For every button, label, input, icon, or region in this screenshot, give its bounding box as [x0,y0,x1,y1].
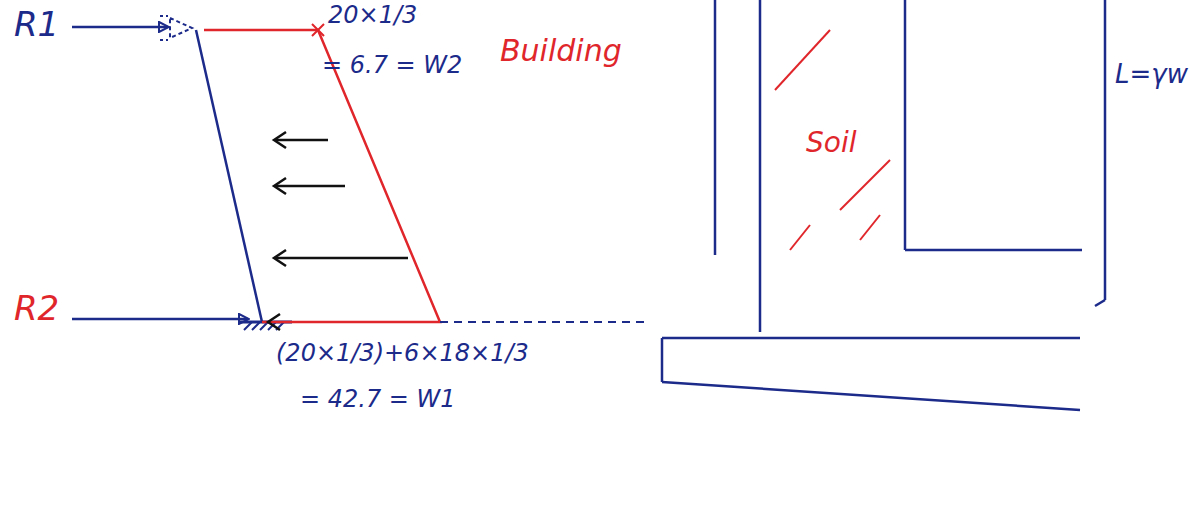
soil-hatch [775,30,890,250]
ground-line [440,321,650,323]
reaction-arrow [72,26,168,29]
building-outline [662,0,1105,410]
reaction-arrow [72,318,248,321]
note-label: L=γw [1115,60,1188,89]
load-value: 20×1/3 [328,2,417,28]
load-value: = 6.7 = W2 [322,52,462,78]
load-value: = 42.7 = W1 [300,386,456,412]
load-mark [312,24,324,36]
load-value: (20×1/3)+6×18×1/3 [276,340,529,366]
load-arrows [268,132,408,330]
pin-support [170,18,192,38]
pin-support [160,16,168,40]
region-label: Building [500,34,622,67]
region-label: Soil [806,128,856,159]
wall-line [196,30,262,322]
reaction-label: R1 [14,6,59,43]
reaction-label: R2 [14,290,59,327]
